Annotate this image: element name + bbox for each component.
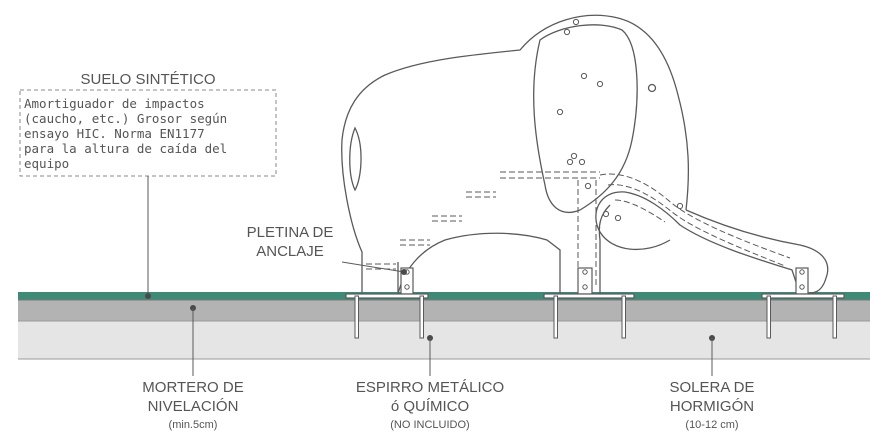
- suelo-desc-line-1: Amortiguador de impactos: [24, 96, 205, 111]
- espirro-line-2: ó QUÍMICO: [391, 398, 469, 415]
- bolt-dots: [556, 18, 684, 222]
- suelo-desc-line-5: equipo: [24, 156, 69, 171]
- suelo-leader-dot: [145, 293, 151, 299]
- mortero-line-1: MORTERO DE: [142, 379, 243, 396]
- mortero-line-2: NIVELACIÓN: [148, 398, 239, 415]
- pletina-line-2: ANCLAJE: [256, 243, 324, 260]
- espirro-line-1: ESPIRRO METÁLICO: [356, 379, 504, 396]
- synthetic-floor-layer: [18, 292, 870, 300]
- solera-line-3: (10-12 cm): [685, 419, 738, 431]
- suelo-desc-line-3: ensayo HIC. Norma EN1177: [24, 126, 205, 141]
- mortar-layer: [18, 300, 870, 321]
- suelo-desc-line-4: para la altura de caída del: [24, 141, 227, 156]
- elephant-outline: [341, 14, 829, 295]
- hidden-lines: [366, 171, 791, 285]
- solera-line-1: SOLERA DE: [669, 379, 754, 396]
- suelo-desc-line-2: (caucho, etc.) Grosor según: [24, 111, 227, 126]
- pletina-leader-dot: [401, 269, 407, 275]
- suelo-title: SUELO SINTÉTICO: [80, 71, 215, 88]
- espirro-line-3: (NO INCLUIDO): [390, 419, 469, 431]
- mortero-line-3: (min.5cm): [169, 419, 218, 431]
- solera-line-2: HORMIGÓN: [670, 398, 754, 415]
- pletina-line-1: PLETINA DE: [247, 224, 334, 241]
- anchor-bolts: [354, 295, 837, 339]
- concrete-layer: [18, 321, 870, 359]
- anchor-plates: [345, 267, 845, 299]
